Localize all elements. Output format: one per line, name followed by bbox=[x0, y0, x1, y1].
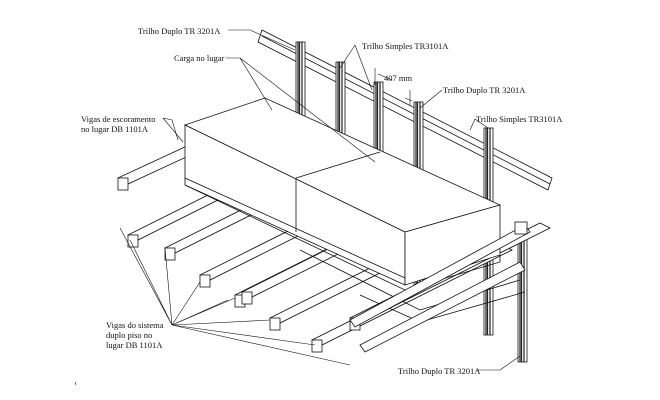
label-floor-beams: Vigas do sistema duplo piso no lugar DB … bbox=[106, 320, 164, 350]
upper-beam bbox=[257, 29, 553, 191]
label-double-rail-bottom: Trilho Duplo TR 3201A bbox=[398, 366, 481, 376]
floor-beam-end bbox=[311, 339, 323, 353]
label-single-rail-mid: Trilho Simples TR3101A bbox=[476, 114, 563, 124]
floor-beam-end bbox=[199, 274, 211, 288]
rail bbox=[517, 231, 528, 363]
label-double-rail-top: Trilho Duplo TR 3201A bbox=[138, 26, 221, 36]
floor-beam-end bbox=[269, 317, 281, 331]
rail-stripe bbox=[519, 232, 525, 362]
label-shoring-line-2: no lugar DB 1101A bbox=[81, 124, 148, 134]
floor-beam-end bbox=[127, 234, 139, 248]
floor-beam-end bbox=[241, 291, 253, 305]
label-floor-line-2: duplo piso no bbox=[106, 330, 153, 340]
label-floor-line-3: lugar DB 1101A bbox=[106, 340, 163, 350]
label-spacing: 407 mm bbox=[384, 73, 413, 83]
label-shoring-beams: Vigas de escoramento no lugar DB 1101A bbox=[81, 114, 156, 134]
label-floor-line-1: Vigas do sistema bbox=[106, 320, 164, 330]
label-load: Carga no lugar bbox=[174, 53, 225, 63]
label-double-rail-mid: Trilho Duplo TR 3201A bbox=[443, 85, 526, 95]
front-beams bbox=[349, 221, 531, 353]
leader-lines bbox=[119, 29, 521, 371]
floor-beam-end bbox=[164, 247, 176, 261]
label-shoring-line-1: Vigas de escoramento bbox=[81, 114, 156, 124]
label-single-rail-top: Trilho Simples TR3101A bbox=[362, 41, 449, 51]
